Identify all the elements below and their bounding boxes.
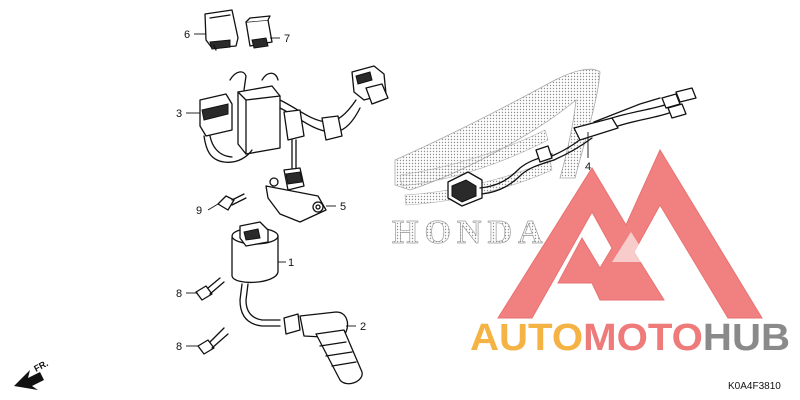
part-8-bolt-upper — [195, 277, 225, 301]
wordmark-auto: AUTO — [470, 317, 583, 359]
wordmark-hub: HUB — [703, 317, 790, 359]
part-3-sub-harness — [199, 65, 389, 169]
callout-9: 9 — [196, 205, 202, 217]
wordmark-moto: MOTO — [583, 317, 703, 359]
front-direction-arrow-icon — [14, 370, 44, 390]
part-4-wire-harness — [447, 87, 697, 207]
part-8-bolt-lower — [197, 327, 229, 355]
callout-2: 2 — [360, 321, 366, 333]
callout-4: 4 — [585, 161, 591, 173]
part-2-spark-plug-cap — [283, 311, 363, 385]
front-direction-label: FR. — [32, 358, 49, 374]
callout-8-upper: 8 — [176, 288, 182, 300]
honda-wordmark: HONDA — [392, 214, 549, 251]
callout-7: 7 — [284, 33, 290, 45]
callout-8-lower: 8 — [176, 341, 182, 353]
leader-lines — [186, 33, 589, 347]
automotohub-logo-mark — [497, 148, 763, 319]
part-1-ignition-coil — [231, 221, 281, 327]
part-5-bracket — [265, 167, 327, 223]
callout-3: 3 — [176, 108, 182, 120]
honda-wing-watermark — [394, 68, 601, 206]
callout-6: 6 — [184, 29, 190, 41]
part-7-relay — [245, 15, 273, 49]
part-9-bolt — [217, 193, 247, 211]
diagram-code: K0A4F3810 — [728, 381, 781, 392]
part-6-relay — [204, 9, 239, 51]
callout-5: 5 — [340, 201, 346, 213]
callout-1: 1 — [288, 257, 294, 269]
